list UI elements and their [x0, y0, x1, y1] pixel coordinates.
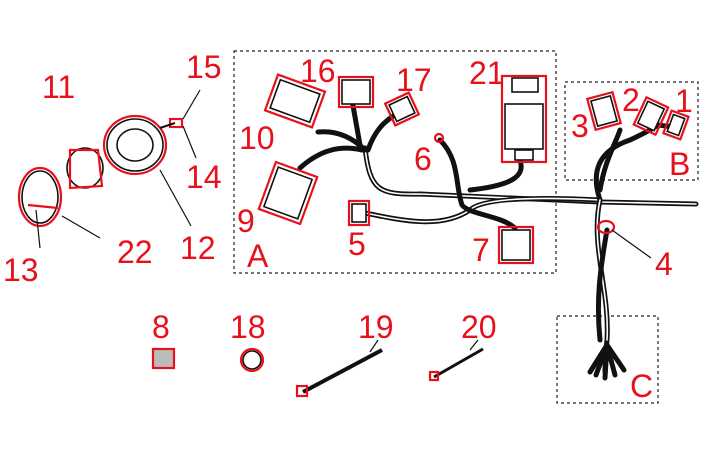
callout-8: 8	[152, 309, 170, 345]
callout-13: 13	[3, 252, 39, 288]
terminal-6	[433, 132, 445, 144]
wire-14	[159, 122, 176, 129]
callout-labels: 1 2 3 4 5 6 7 8 9 10 11 12 13 14 15 16 1…	[3, 49, 693, 404]
connector-16	[337, 75, 375, 109]
callout-20: 20	[461, 309, 497, 345]
callout-12: 12	[180, 230, 216, 266]
pad-8	[151, 347, 176, 370]
callout-5: 5	[348, 226, 366, 262]
callout-18: 18	[230, 309, 266, 345]
callout-7: 7	[472, 232, 490, 268]
callout-14: 14	[186, 159, 222, 195]
group-label-b: B	[669, 146, 690, 182]
callout-3: 3	[571, 108, 589, 144]
callout-1: 1	[675, 83, 693, 119]
connector-10	[263, 73, 327, 129]
callout-17: 17	[396, 62, 432, 98]
connector-7	[497, 225, 535, 265]
connector-1	[662, 109, 690, 141]
connector-17	[383, 91, 421, 127]
connector-3	[585, 90, 623, 132]
callout-6: 6	[414, 141, 432, 177]
connector-9	[257, 160, 319, 226]
callout-15: 15	[186, 49, 222, 85]
callout-2: 2	[622, 82, 640, 118]
group-a-box	[233, 50, 557, 274]
callout-9: 9	[237, 203, 255, 239]
callout-16: 16	[300, 53, 336, 89]
key-22	[27, 203, 59, 210]
callout-10: 10	[239, 120, 275, 156]
callout-19: 19	[358, 309, 394, 345]
grommet-4	[596, 219, 616, 235]
leader-lines	[35, 89, 652, 353]
group-label-a: A	[247, 238, 269, 274]
group-label-c: C	[630, 368, 653, 404]
switch-body-11	[66, 147, 104, 190]
connector-5	[347, 199, 371, 227]
bezel-13	[17, 166, 63, 228]
callout-4: 4	[655, 246, 673, 282]
grommet-18	[239, 347, 265, 373]
relay-21	[500, 74, 548, 164]
connector-2	[632, 95, 670, 137]
tie-19	[295, 348, 383, 398]
group-b-box	[564, 81, 699, 181]
callout-21: 21	[469, 55, 505, 91]
switch-housing-12	[102, 114, 168, 176]
tie-20	[428, 347, 484, 382]
screw-15	[168, 117, 184, 129]
callout-22: 22	[117, 234, 153, 270]
callout-11: 11	[42, 69, 75, 105]
main-harness	[297, 97, 699, 381]
